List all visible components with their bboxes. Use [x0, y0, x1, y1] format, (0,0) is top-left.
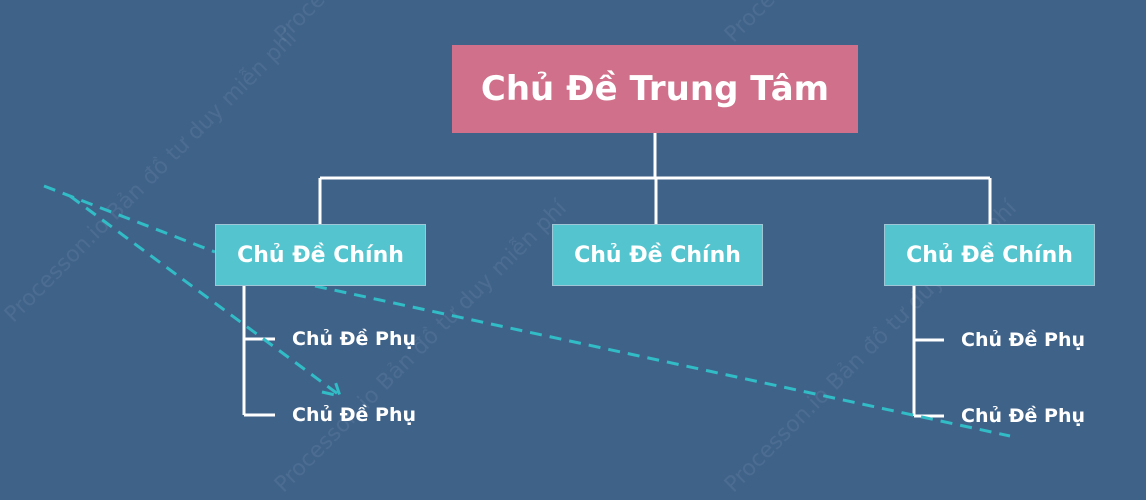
subtopic-1-2[interactable]: Chủ Đề Phụ	[292, 404, 417, 426]
central-topic[interactable]: Chủ Đề Trung Tâm	[452, 45, 858, 133]
main-topic-label: Chủ Đề Chính	[906, 242, 1073, 268]
relationship-line-2	[314, 284, 1011, 438]
main-topic-2[interactable]: Chủ Đề Chính	[552, 224, 763, 286]
main-topic-1[interactable]: Chủ Đề Chính	[215, 224, 426, 286]
relationship-lines	[43, 184, 1011, 438]
relationship-line-1	[43, 184, 216, 254]
main-topic-3[interactable]: Chủ Đề Chính	[884, 224, 1095, 286]
subtopic-1-1[interactable]: Chủ Đề Phụ	[292, 328, 417, 350]
subtopic-3-2[interactable]: Chủ Đề Phụ	[961, 405, 1086, 427]
central-topic-label: Chủ Đề Trung Tâm	[480, 69, 830, 109]
relationship-arrowhead	[321, 377, 343, 399]
connector-lines	[242, 133, 992, 418]
relationship-line-3	[69, 194, 339, 396]
subtopic-3-1[interactable]: Chủ Đề Phụ	[961, 329, 1086, 351]
main-topic-label: Chủ Đề Chính	[574, 242, 741, 268]
main-topic-label: Chủ Đề Chính	[237, 242, 404, 268]
